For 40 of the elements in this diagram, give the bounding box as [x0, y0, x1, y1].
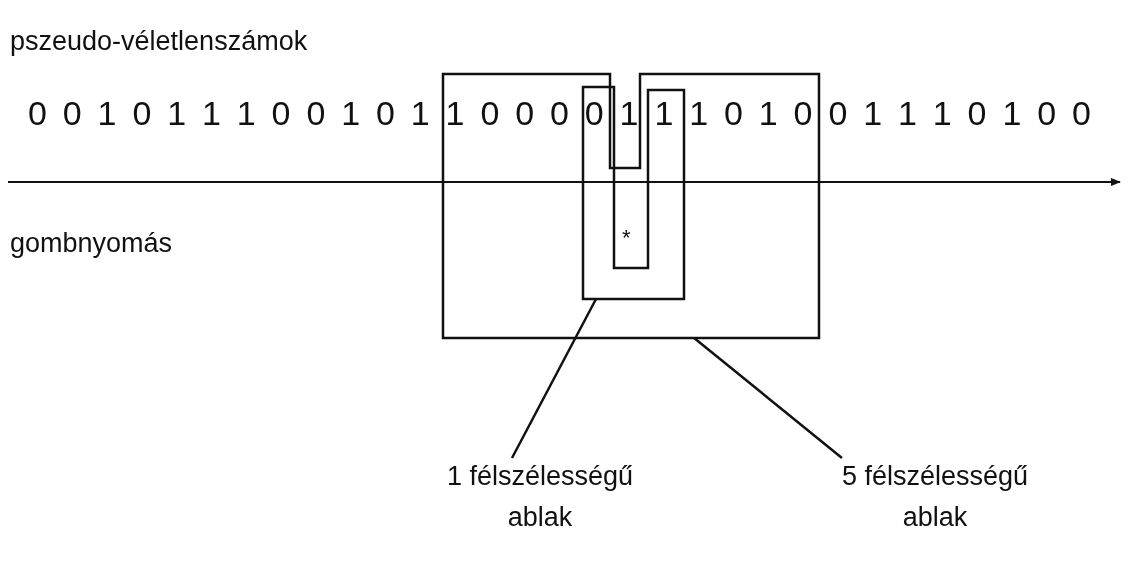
bit-digit: 0	[480, 96, 500, 130]
bit-digit: 1	[1002, 96, 1022, 130]
window-caption: 1 félszélességű ablak	[440, 456, 640, 562]
bit-digit: 0	[967, 96, 987, 130]
window-caption: 5 félszélességű ablak	[830, 456, 1040, 546]
bit-digit: 0	[28, 96, 47, 130]
bit-digit: 0	[62, 96, 82, 130]
inner-window-outline	[582, 86, 685, 300]
bit-digit: 0	[724, 96, 743, 130]
row-label: pszeudo-véletlenszámok	[10, 28, 308, 55]
leader-line	[693, 337, 843, 459]
leader-line	[510, 298, 598, 459]
bit-digit: 0	[306, 96, 326, 130]
bit-digit: 1	[445, 96, 465, 130]
bit-digit: 0	[1072, 96, 1091, 130]
bit-digit: 0	[828, 96, 848, 130]
bit-digit: 0	[793, 96, 813, 130]
bit-digit: 1	[689, 96, 709, 130]
bit-digit: 1	[410, 96, 430, 130]
bit-digit: 1	[932, 96, 952, 130]
bit-digit: 1	[898, 96, 917, 130]
bit-digit: 0	[550, 96, 569, 130]
bit-digit: 1	[202, 96, 221, 130]
bit-digit: 1	[619, 96, 639, 130]
bit-digit: 0	[132, 96, 152, 130]
bit-digit: 1	[167, 96, 187, 130]
bit-digit: 1	[863, 96, 883, 130]
bit-digit: 0	[376, 96, 395, 130]
bit-digit: 1	[758, 96, 778, 130]
bit-digit: 0	[584, 96, 604, 130]
row-label: gombnyomás	[10, 230, 173, 257]
bit-digit: 0	[515, 96, 535, 130]
bit-digit: 0	[271, 96, 291, 130]
bit-digit: 1	[654, 96, 674, 130]
bit-digit: 1	[97, 96, 117, 130]
press-marker: *	[622, 227, 631, 249]
bit-digit: 1	[341, 96, 361, 130]
bit-digit: 1	[236, 96, 256, 130]
outer-window-outline	[442, 73, 820, 339]
bit-digit: 0	[1037, 96, 1057, 130]
